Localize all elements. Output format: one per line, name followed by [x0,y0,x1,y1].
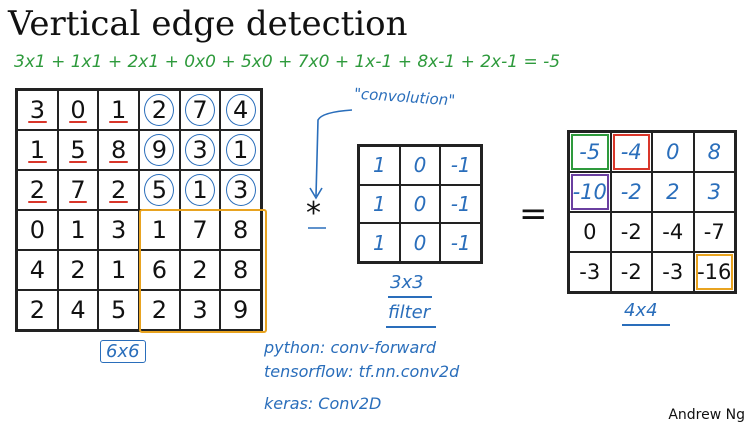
underline [622,324,670,326]
input-matrix: 3 0 1 2 7 4 1 5 8 9 3 1 2 7 2 5 1 3 0 1 … [15,88,263,332]
matrix-cell: 1 [179,170,221,210]
filter-cell: 0 [399,223,441,262]
input-size-label: 6x6 [100,340,146,363]
output-cell: -10 [569,172,611,212]
filter-cell: -1 [440,146,481,185]
output-cell: 0 [652,132,694,172]
matrix-cell: 5 [139,170,180,210]
output-cell: -16 [693,252,735,292]
matrix-cell: 3 [98,210,139,250]
matrix-cell: 7 [57,170,99,210]
matrix-cell: 4 [57,290,99,330]
filter-cell: -1 [440,223,481,262]
output-matrix: -5 -4 0 8 -10 -2 2 3 0 -2 -4 -7 -3 -2 -3… [567,130,737,294]
output-cell: -4 [610,132,652,172]
matrix-cell: 2 [17,170,58,210]
output-cell: -2 [610,172,652,212]
matrix-cell: 8 [220,210,261,250]
output-cell: -2 [610,252,652,292]
matrix-cell: 1 [17,130,58,170]
output-cell: -3 [569,252,611,292]
equals-operator: = [519,194,548,234]
output-cell: -5 [569,132,611,172]
matrix-cell: 2 [57,250,99,290]
matrix-cell: 0 [17,210,58,250]
filter-cell: -1 [440,184,481,224]
output-cell: 8 [693,132,735,172]
code-note-python: python: conv-forward [264,338,437,357]
matrix-cell: 7 [179,210,221,250]
underline [388,296,432,298]
matrix-cell: 1 [98,250,139,290]
filter-name-label: filter [388,302,431,323]
filter-cell: 1 [359,223,400,262]
matrix-cell: 9 [220,290,261,330]
matrix-cell: 0 [57,90,99,130]
matrix-cell: 8 [220,250,261,290]
matrix-cell: 2 [139,290,180,330]
matrix-cell: 7 [179,90,221,130]
matrix-cell: 4 [17,250,58,290]
convolution-operator: * [306,196,321,231]
matrix-cell: 5 [57,130,99,170]
filter-cell: 1 [359,146,400,185]
matrix-cell: 3 [17,90,58,130]
matrix-cell: 3 [179,290,221,330]
matrix-cell: 1 [139,210,180,250]
slide-title: Vertical edge detection [8,4,408,44]
filter-matrix: 1 0 -1 1 0 -1 1 0 -1 [357,144,483,264]
underline [386,326,436,328]
matrix-cell: 1 [98,90,139,130]
matrix-cell: 2 [179,250,221,290]
output-cell: 0 [569,212,611,252]
code-note-tensorflow: tensorflow: tf.nn.conv2d [264,362,460,381]
matrix-cell: 2 [17,290,58,330]
matrix-cell: 1 [57,210,99,250]
code-note-keras: keras: Conv2D [264,394,382,413]
matrix-cell: 3 [220,170,261,210]
matrix-cell: 5 [98,290,139,330]
output-cell: -2 [610,212,652,252]
matrix-cell: 2 [98,170,139,210]
matrix-cell: 2 [139,90,180,130]
output-cell: 2 [652,172,694,212]
filter-cell: 1 [359,184,400,224]
output-size-label: 4x4 [624,300,658,321]
matrix-cell: 1 [220,130,261,170]
filter-cell: 0 [399,184,441,224]
matrix-cell: 4 [220,90,261,130]
filter-cell: 0 [399,146,441,185]
matrix-cell: 8 [98,130,139,170]
output-cell: -7 [693,212,735,252]
output-cell: 3 [693,172,735,212]
convolution-label: "convolution" [353,84,456,110]
author-credit: Andrew Ng [668,407,745,423]
filter-size-label: 3x3 [390,272,424,293]
matrix-cell: 3 [179,130,221,170]
output-cell: -3 [652,252,694,292]
matrix-cell: 6 [139,250,180,290]
output-cell: -4 [652,212,694,252]
matrix-cell: 9 [139,130,180,170]
convolution-equation: 3x1 + 1x1 + 2x1 + 0x0 + 5x0 + 7x0 + 1x-1… [14,52,561,72]
